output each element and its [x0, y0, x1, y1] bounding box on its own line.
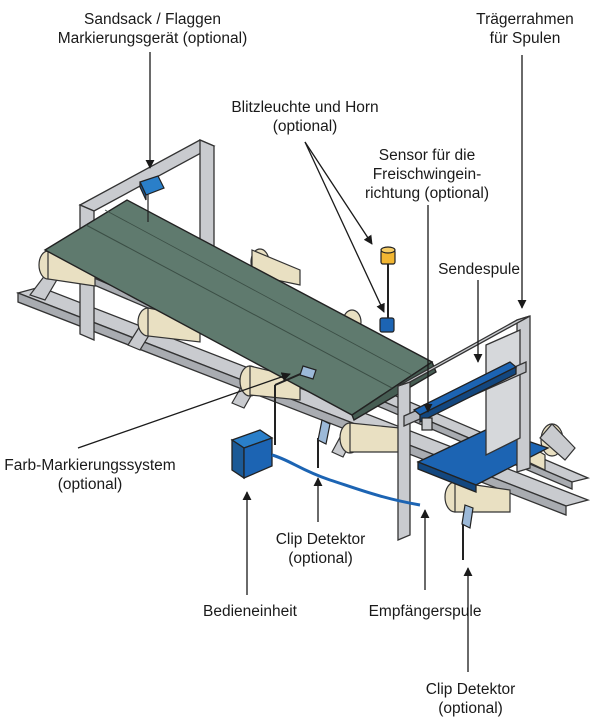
idler-4	[331, 422, 401, 458]
receiver-coil	[416, 427, 550, 493]
label-coil-carrier-frame: Trägerrahmen für Spulen	[476, 11, 574, 47]
label-clip-detector-2: Clip Detektor (optional)	[425, 681, 516, 717]
vibration-sensor	[421, 417, 433, 431]
label-vibration-sensor: Sensor für die Freischwingein- richtung …	[364, 147, 490, 202]
label-clip-detector-1: Clip Detektor (optional)	[275, 531, 366, 567]
sandbag-marker-device	[139, 175, 165, 222]
leader-flash-2	[304, 141, 385, 313]
leader-lines	[77, 52, 527, 672]
label-sandbag-marker: Sandsack / Flaggen Markierungsgerät (opt…	[57, 11, 248, 47]
label-flash-beacon: Blitzleuchte und Horn (optional)	[231, 99, 379, 135]
leader-flash-1	[304, 141, 373, 245]
flash-beacon-and-horn	[379, 246, 396, 333]
label-control-unit: Bedieneinheit	[203, 603, 297, 620]
send-coil	[412, 361, 518, 424]
clip-detector-1	[317, 419, 331, 468]
label-paint-marking: Farb-Markierungssystem (optional)	[4, 457, 176, 493]
label-send-coil: Sendespule	[438, 261, 520, 278]
clip-detector-2	[461, 504, 474, 560]
idler-rollers	[29, 248, 576, 513]
control-unit	[230, 429, 421, 507]
leader-paint	[77, 372, 291, 449]
idler-3	[231, 365, 301, 409]
label-receiver-coil: Empfängerspule	[368, 603, 482, 620]
